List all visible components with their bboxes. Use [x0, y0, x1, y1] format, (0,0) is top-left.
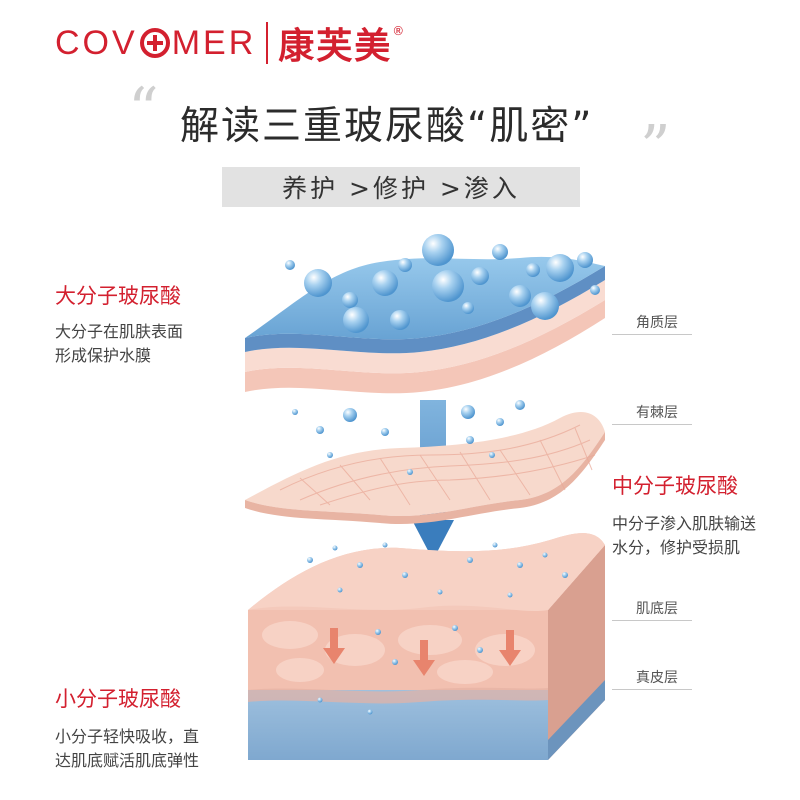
layer-label-dermis: 真皮层 [636, 670, 678, 686]
close-quote-mark: ” [640, 113, 671, 183]
large-ha-desc-line1: 大分子在肌肤表面 [55, 322, 184, 341]
leader-line [612, 424, 692, 425]
medical-cross-icon [139, 27, 170, 58]
large-ha-desc-line2: 形成保护水膜 [55, 346, 152, 365]
large-ha-desc: 大分子在肌肤表面 形成保护水膜 [55, 320, 183, 368]
small-ha-desc: 小分子轻快吸收，直 达肌底赋活肌底弹性 [55, 725, 199, 773]
layer-label-spinous: 有棘层 [636, 405, 678, 421]
down-arrows [323, 628, 521, 676]
brand-name-cn: 康芙美 [278, 26, 393, 67]
layer-label-basal: 肌底层 [636, 601, 678, 617]
small-ha-title: 小分子玻尿酸 [55, 687, 181, 711]
leader-line [612, 689, 692, 690]
medium-ha-title: 中分子玻尿酸 [612, 474, 738, 498]
skin-block [248, 533, 605, 760]
large-molecule-bubbles [285, 234, 600, 333]
subtitle-text: 养护 >修护 >渗入 [282, 174, 520, 203]
open-quote-mark: “ [128, 75, 159, 145]
medium-ha-desc: 中分子渗入肌肤输送 水分，修护受损肌 [612, 512, 756, 560]
small-ha-desc-line2: 达肌底赋活肌底弹性 [55, 751, 200, 770]
large-ha-title: 大分子玻尿酸 [55, 284, 181, 308]
medium-ha-desc-line2: 水分，修护受损肌 [612, 538, 741, 557]
spinous-layer [245, 412, 605, 525]
leader-line [612, 334, 692, 335]
registered-mark: ® [392, 24, 405, 38]
medium-ha-desc-line1: 中分子渗入肌肤输送 [612, 514, 757, 533]
subtitle-bar: 养护 >修护 >渗入 [222, 167, 580, 207]
small-molecule-bubbles [307, 542, 568, 715]
page-title: 解读三重玻尿酸“肌密” [180, 104, 594, 149]
medium-molecule-bubbles [292, 400, 525, 475]
brand-divider [266, 22, 269, 64]
small-ha-desc-line1: 小分子轻快吸收，直 [55, 727, 200, 746]
leader-line [612, 620, 692, 621]
layer-label-stratum-corneum: 角质层 [636, 315, 678, 331]
